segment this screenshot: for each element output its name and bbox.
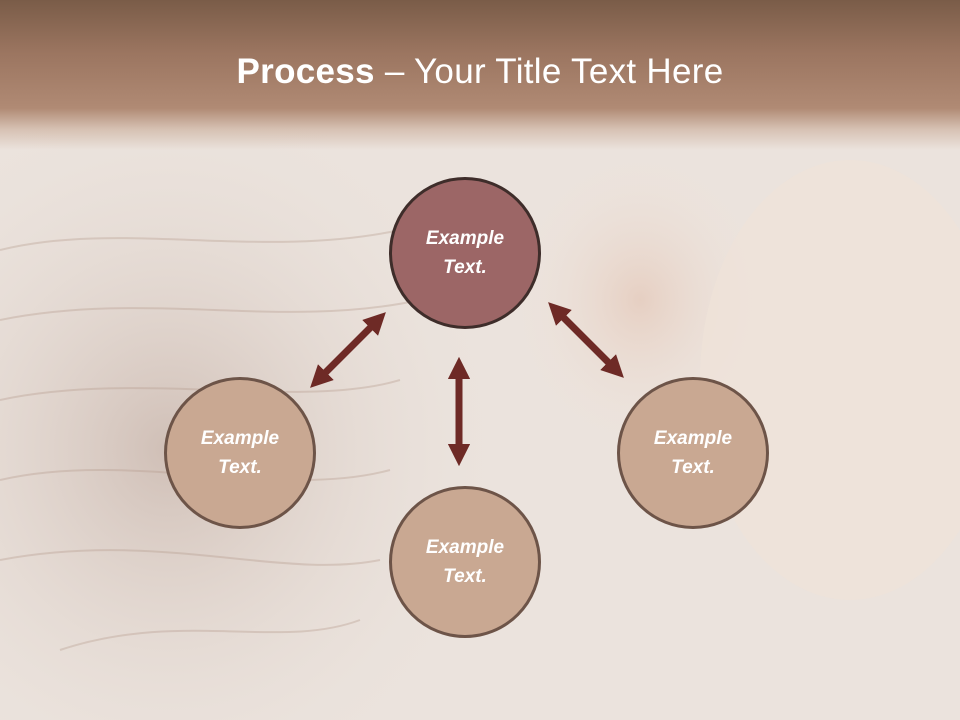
- title-banner: [0, 0, 960, 150]
- node-right: Example Text.: [617, 377, 769, 529]
- node-top-line2: Text.: [443, 257, 487, 278]
- node-bottom-line1: Example: [425, 537, 505, 558]
- node-top-line1: Example: [425, 228, 505, 249]
- node-right-line2: Text.: [671, 457, 715, 478]
- node-right-label: Example Text.: [654, 424, 732, 482]
- node-left-label: Example Text.: [201, 424, 279, 482]
- title-rest: Your Title Text Here: [414, 52, 724, 91]
- arrow-top-left: [310, 312, 386, 388]
- title-separator: –: [374, 52, 414, 91]
- node-right-line1: Example: [653, 428, 733, 449]
- node-top-label: Example Text.: [426, 224, 504, 282]
- arrow-top-right: [548, 302, 624, 378]
- node-left-line1: Example: [200, 428, 280, 449]
- node-top: Example Text.: [389, 177, 541, 329]
- node-bottom-line2: Text.: [443, 566, 487, 587]
- page-title: Process – Your Title Text Here: [0, 52, 960, 92]
- node-bottom-label: Example Text.: [426, 533, 504, 591]
- node-left-line2: Text.: [218, 457, 262, 478]
- node-bottom: Example Text.: [389, 486, 541, 638]
- title-bold: Process: [236, 52, 375, 91]
- node-left: Example Text.: [164, 377, 316, 529]
